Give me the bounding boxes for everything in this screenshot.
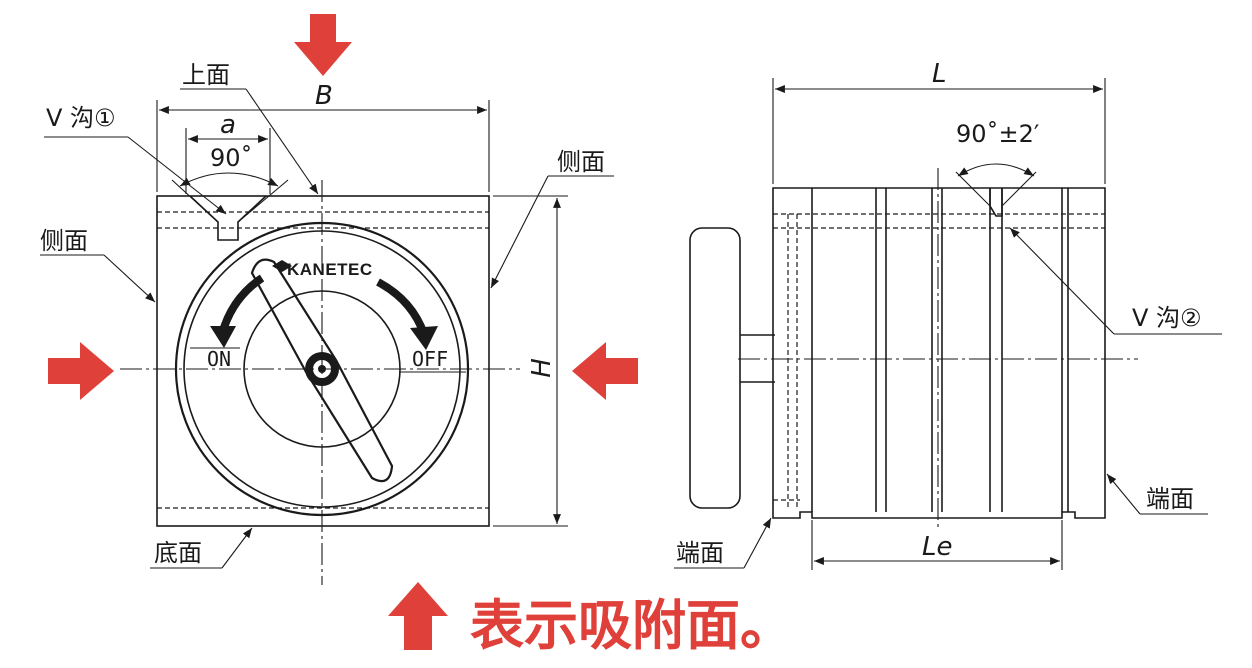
arrow-down-top-icon	[294, 14, 352, 76]
side-body-outline	[772, 187, 1106, 519]
front-view: KANETEC ON OFF B a 90˚ H 上面 V	[40, 61, 614, 585]
angle-side-ext-left	[955, 171, 991, 207]
angle-side-arc	[957, 163, 1035, 177]
attraction-arrows	[48, 14, 638, 650]
on-direction-arrow	[218, 274, 265, 336]
angle-side-label: 90˚±2′	[956, 120, 1039, 148]
bottom-face-label: 底面	[154, 539, 202, 567]
side-face-right-leader	[490, 175, 549, 289]
on-arrowhead	[210, 326, 236, 348]
v-groove-1-shape	[189, 195, 267, 241]
arrow-up-legend-icon	[388, 582, 448, 650]
v-groove-1-label: V 沟①	[46, 104, 116, 132]
knob-off-label: OFF	[412, 347, 448, 371]
dim-Le-label: Le	[922, 532, 952, 562]
dim-B-label: B	[315, 81, 333, 111]
dim-a-label: a	[220, 110, 236, 140]
side-face-right-label: 侧面	[557, 148, 605, 176]
end-face-right-label: 端面	[1146, 485, 1194, 513]
angle-front-arc	[179, 172, 279, 187]
off-direction-arrow	[376, 278, 428, 336]
kanetec-logo-icon	[272, 260, 292, 272]
v-groove-1-leader	[127, 136, 227, 215]
arrow-right-left-icon	[48, 342, 114, 400]
top-face-label: 上面	[182, 61, 230, 89]
v-groove-2-label: V 沟②	[1132, 304, 1202, 332]
front-body-outline	[156, 195, 490, 527]
end-face-left-label: 端面	[676, 539, 724, 567]
brand-label: KANETEC	[287, 260, 373, 279]
knob-on-label: ON	[207, 347, 231, 371]
angle-front-label: 90˚	[210, 144, 253, 172]
angle-front-ext-right	[237, 179, 289, 223]
arrow-left-right-icon	[572, 342, 638, 400]
dim-H-label: H	[527, 358, 557, 378]
end-face-right-leader	[1106, 473, 1141, 515]
top-face-leader	[245, 88, 319, 195]
side-handle	[689, 227, 741, 509]
v-groove-2-leader	[1009, 227, 1115, 335]
angle-front-ext-left	[171, 179, 219, 223]
side-view: L 90˚±2′ Le V 沟② 端面 端面	[674, 59, 1222, 570]
end-face-left-leader	[743, 517, 772, 569]
angle-side-ext-right	[1001, 171, 1037, 207]
off-arrowhead	[410, 326, 438, 350]
handle-lever	[250, 258, 394, 483]
side-face-left-leader	[103, 254, 156, 303]
bottom-face-leader	[221, 527, 253, 569]
caption-text: 表示吸附面。	[470, 594, 794, 657]
dim-L-label: L	[932, 59, 947, 89]
v-groove-2-shape	[989, 188, 1003, 217]
side-face-left-label: 侧面	[40, 227, 88, 255]
